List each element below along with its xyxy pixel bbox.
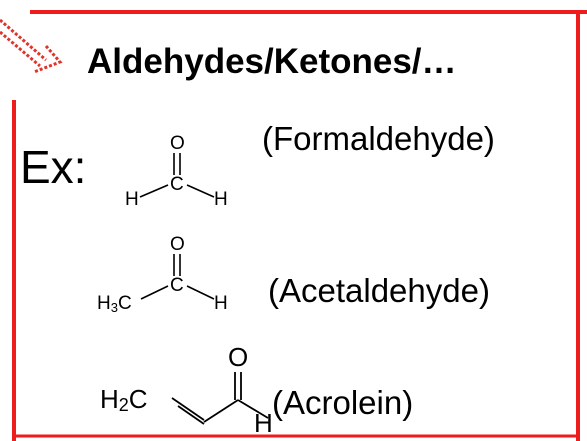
atom-carbon: C [170, 174, 184, 195]
caption-formaldehyde: (Formaldehyde) [262, 120, 495, 157]
caption-acetaldehyde: (Acetaldehyde) [268, 272, 490, 309]
formaldehyde-bonds [139, 153, 215, 198]
example-label: Ex: [20, 141, 87, 193]
dotted-arrow-icon [0, 18, 63, 74]
methyl-hydrogen: H [97, 293, 111, 314]
methyl-carbon: C [117, 293, 132, 314]
atom-oxygen: O [170, 133, 185, 154]
atom-hydrogen-left: H [125, 189, 139, 210]
atom-methyl-group: H3C [97, 294, 132, 314]
atom-methylene-group: H2C [100, 386, 148, 414]
slide-title: Aldehydes/Ketones/… [87, 42, 457, 81]
atom-hydrogen-right: H [214, 189, 228, 210]
atom-hydrogen-right: H [214, 293, 228, 314]
caption-acrolein: (Acrolein) [272, 384, 414, 421]
atom-carbon: C [170, 275, 184, 296]
methylene-carbon: C [128, 384, 148, 414]
acetaldehyde-bonds [140, 254, 215, 300]
methyl-subscript: 3 [110, 300, 118, 315]
acrolein-bonds [171, 372, 269, 425]
atom-oxygen: O [170, 234, 185, 255]
atom-oxygen: O [228, 342, 249, 372]
atom-hydrogen-right: H [254, 408, 273, 438]
methylene-hydrogen: H [100, 384, 119, 414]
methylene-subscript: 2 [118, 395, 129, 415]
